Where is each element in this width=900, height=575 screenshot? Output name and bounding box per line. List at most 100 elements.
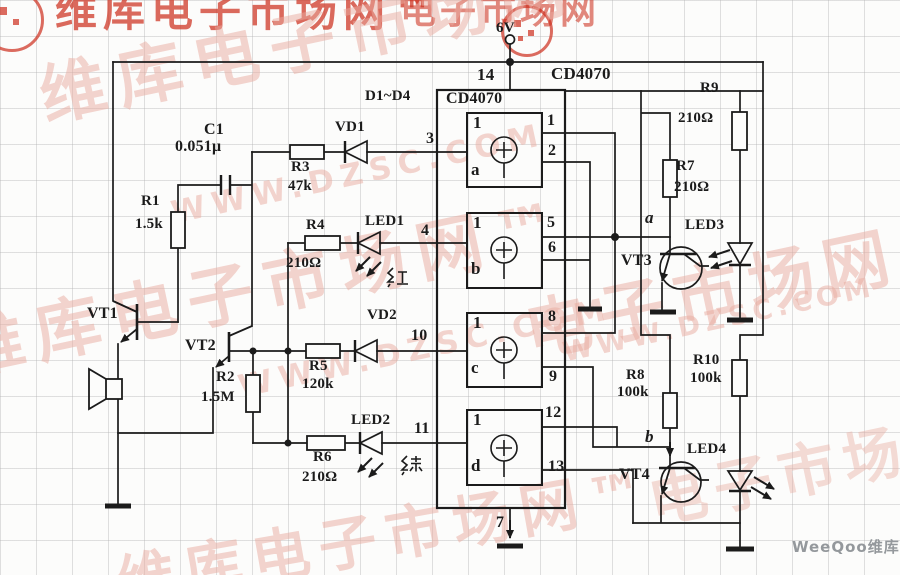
r4-ref-label: R4 <box>306 217 325 233</box>
junction-dot <box>284 439 292 447</box>
vd2-symbol <box>353 338 378 364</box>
vd1-ref-label: VD1 <box>335 119 365 135</box>
r2-value-label: 1.5M <box>201 389 235 405</box>
junction-dot <box>284 347 292 355</box>
junction-dot <box>249 347 257 355</box>
r1-ref-label: R1 <box>141 193 160 209</box>
led4-light-arrow <box>750 486 772 500</box>
pin11-label: 11 <box>414 420 430 437</box>
r4-body <box>304 235 341 251</box>
vt3-ref-label: VT3 <box>621 252 652 269</box>
left-rail-wire <box>112 61 139 314</box>
vt2-emitter-branch-wire <box>117 367 214 434</box>
led2-ref-label: LED2 <box>351 412 391 428</box>
ground-layer <box>105 306 754 552</box>
supply-voltage-label: 6V <box>496 20 515 36</box>
ic-name-label: CD4070 <box>551 64 611 83</box>
pin13-wire <box>541 469 634 524</box>
r1-body <box>170 211 186 249</box>
arrow-layer <box>355 249 775 539</box>
ic-cd4070-block <box>435 88 567 510</box>
led1-light-arrow <box>355 256 371 272</box>
r10-body <box>731 359 748 397</box>
pin9-pin12-node-b-wire <box>541 366 671 448</box>
vt1-symbol <box>112 300 139 343</box>
led3-symbol <box>726 242 754 267</box>
junction-dot <box>506 58 514 66</box>
led1-ref-label: LED1 <box>365 213 405 229</box>
r9-value-label: 210Ω <box>678 110 714 126</box>
node-b-label: b <box>645 427 654 446</box>
gate-c-input-label: 1 <box>473 313 482 332</box>
r8-ref-label: R8 <box>626 367 645 383</box>
led1-color-label-glyph <box>386 267 408 288</box>
vt4-ref-label: VT4 <box>619 466 650 483</box>
r8-body <box>662 392 678 429</box>
led2-light-arrow <box>357 457 373 473</box>
vt2-symbol <box>215 325 253 368</box>
junction-layer <box>249 58 619 447</box>
led1-light-arrow <box>366 261 382 277</box>
vt1-ref-label: VT1 <box>87 305 118 322</box>
pin6-label: 6 <box>548 239 557 256</box>
ic-box-label: CD4070 <box>446 90 503 107</box>
gate-b-box <box>466 212 543 289</box>
pin13-label: 13 <box>548 458 565 475</box>
r7-body <box>662 159 678 198</box>
vt2-ref-label: VT2 <box>185 337 216 354</box>
node-a-label: a <box>645 208 654 227</box>
r5-ref-label: R5 <box>309 358 328 374</box>
led2-light-arrow <box>368 462 384 478</box>
pin2-label: 2 <box>548 142 557 159</box>
led-color-glyphs <box>386 267 423 476</box>
right-frame-r10-wire <box>739 61 764 548</box>
gate-d-input-label: 1 <box>473 410 482 429</box>
led3-light-arrow <box>710 260 733 270</box>
pin12-label: 12 <box>545 404 562 421</box>
r6-ref-label: R6 <box>313 449 332 465</box>
xor-symbols <box>490 136 518 477</box>
xor-icon <box>496 342 512 379</box>
vd1-symbol <box>343 139 368 165</box>
r4-value-label: 210Ω <box>286 255 322 271</box>
c1-ref-label: C1 <box>204 121 224 138</box>
r10-ref-label: R10 <box>693 352 720 368</box>
r1-value-label: 1.5k <box>135 216 163 232</box>
vt4-emitter-bottom-wire <box>632 495 741 524</box>
led4-symbol <box>726 470 754 493</box>
led4-light-arrow <box>753 476 775 490</box>
r7-ref-label: R7 <box>676 158 695 174</box>
gate-c-box <box>466 312 543 388</box>
pin9-label: 9 <box>549 368 558 385</box>
r5-value-label: 120k <box>302 376 334 392</box>
r7-r8-rail-wire <box>640 90 671 467</box>
vt4-symbol <box>659 461 709 503</box>
pin10-label: 10 <box>411 327 428 344</box>
gate-d-box <box>466 409 543 486</box>
gate-b-input-label: 1 <box>473 213 482 232</box>
supply-terminal-icon <box>504 34 516 45</box>
r8-value-label: 100k <box>617 384 649 400</box>
pin5-label: 5 <box>547 214 556 231</box>
transistor-layer <box>112 246 709 503</box>
xor-icon <box>496 142 512 178</box>
pin1-label: 1 <box>547 112 556 129</box>
speaker-icon <box>88 367 123 411</box>
pin7-label: 7 <box>496 514 505 531</box>
r10-value-label: 100k <box>690 370 722 386</box>
led3-light-arrow <box>708 249 731 259</box>
ic-outline <box>435 88 567 510</box>
led2-color-label-glyph <box>400 455 423 476</box>
vd2-ref-label: VD2 <box>367 307 397 323</box>
pin4-label: 4 <box>421 222 430 239</box>
xor-icon <box>496 440 512 477</box>
r2-body <box>245 374 261 413</box>
pin14-label: 14 <box>477 65 495 84</box>
r6-value-label: 210Ω <box>302 469 338 485</box>
pin8-label: 8 <box>548 308 557 325</box>
gate-a-box <box>466 112 543 188</box>
vt3-symbol <box>659 246 709 290</box>
led4-ref-label: LED4 <box>687 441 727 457</box>
